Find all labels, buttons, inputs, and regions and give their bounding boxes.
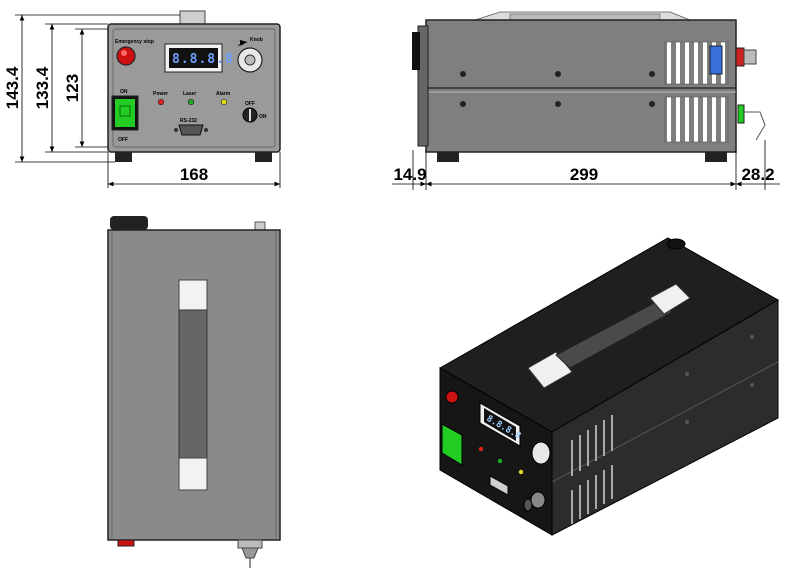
top-knob — [110, 216, 148, 230]
laser-led-label: Laser — [183, 91, 196, 97]
power-led — [157, 98, 165, 106]
iso-front-face — [439, 367, 553, 536]
rs232-label: RS-232 — [180, 118, 197, 124]
front-foot-right — [255, 152, 272, 162]
side-knob — [412, 32, 420, 70]
power-led-label: Power — [153, 91, 168, 97]
dim-body-height: 133.4 — [33, 66, 52, 109]
dim-overall-height: 143.4 — [3, 66, 22, 109]
dim-rear-offset: 28.2 — [741, 165, 774, 184]
isometric-view: 8.8.8.8 — [438, 237, 780, 536]
iso-emergency-stop — [445, 390, 459, 404]
front-view: Emergency stop 8.8.8.8 Knob ON OFF Power… — [107, 10, 281, 162]
iso-handle-cap-front — [527, 351, 573, 389]
dim-front-offset: 14.9 — [393, 165, 426, 184]
top-handle-cap-upper — [178, 279, 208, 311]
iso-knob — [531, 441, 551, 465]
alarm-led — [220, 98, 228, 106]
laser-led — [187, 98, 195, 106]
display-readout: 8.8.8.8 — [172, 52, 234, 67]
digital-display — [169, 48, 218, 68]
key-on-label: ON — [259, 114, 267, 120]
dim-panel-height: 123 — [63, 74, 82, 102]
knob-label: Knob — [250, 37, 263, 43]
switch-on-label: ON — [120, 89, 128, 95]
dim-width: 168 — [180, 165, 208, 184]
side-dimensions: 14.9 299 28.2 — [392, 140, 780, 190]
iso-rs232 — [489, 475, 509, 496]
side-vents-lower — [664, 96, 729, 143]
switch-off-label: OFF — [118, 137, 128, 143]
front-dimensions: 143.4 133.4 123 168 — [3, 14, 281, 188]
top-handle-strap — [178, 309, 208, 459]
rs232-port[interactable] — [178, 124, 204, 136]
alarm-led-label: Alarm — [216, 91, 231, 97]
iso-handle-strap — [555, 299, 673, 369]
dim-length: 299 — [570, 165, 598, 184]
front-panel-body — [107, 23, 281, 153]
side-view — [412, 11, 766, 162]
front-handle — [179, 10, 206, 25]
top-view — [107, 216, 281, 568]
front-foot-left — [115, 152, 132, 162]
rear-connector-blue — [709, 45, 723, 75]
iso-key-switch — [530, 491, 546, 509]
emergency-stop-button[interactable] — [116, 46, 136, 66]
top-handle-cap-lower — [178, 457, 208, 491]
power-switch[interactable] — [115, 99, 135, 127]
key-off-label: OFF — [245, 101, 255, 107]
iso-power-switch — [441, 423, 463, 466]
emergency-stop-label: Emergency stop — [115, 39, 154, 45]
rear-switch — [737, 104, 745, 124]
iso-vents — [571, 415, 613, 524]
iso-handle-cap-rear — [649, 283, 691, 315]
